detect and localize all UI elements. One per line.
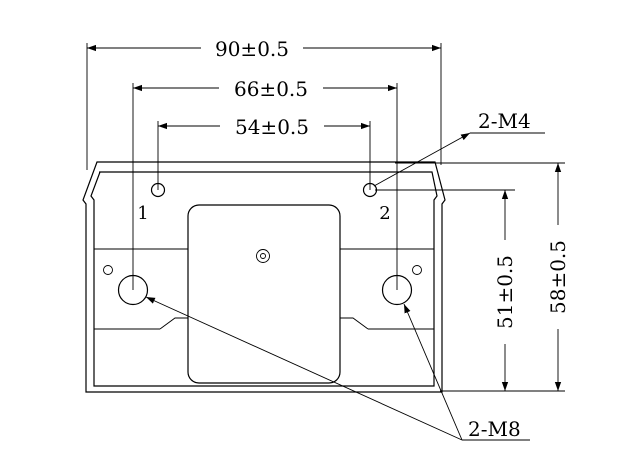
callout-m8-leader-right <box>403 303 463 441</box>
dim-overall-width-label-bg <box>201 34 303 60</box>
dim-height-m8-label-bg <box>492 240 518 344</box>
dim-m8-spacing-label: 66±0.5 <box>234 77 308 101</box>
dim-overall-width-label: 90±0.5 <box>215 37 289 61</box>
m8-hole-left <box>117 274 149 306</box>
m8-hole-right <box>381 274 413 306</box>
center-block <box>187 204 341 384</box>
pin-hole-left <box>103 265 113 275</box>
dim-height-m8-label: 51±0.5 <box>493 255 517 329</box>
dim-overall-height-label-bg <box>545 225 571 329</box>
hole-number-right: 2 <box>379 203 390 224</box>
pin-hole-right <box>412 265 422 275</box>
m4-hole-right <box>362 182 378 198</box>
dim-m4-spacing-label-bg <box>220 113 324 139</box>
dim-m4-spacing-label: 54±0.5 <box>235 115 309 139</box>
hole-number-left: 1 <box>137 203 148 224</box>
callout-m8-label: 2-M8 <box>468 417 521 441</box>
m4-hole-left <box>150 182 166 198</box>
dim-overall-height-label: 58±0.5 <box>546 240 570 314</box>
dim-m8-spacing-label-bg <box>219 75 323 101</box>
flange-bevel-right <box>340 317 369 330</box>
housing-inner-outline <box>90 171 438 387</box>
callout-m4-leader <box>373 132 471 187</box>
center-pin-inner <box>260 253 266 259</box>
callout-m8-leader-left <box>145 296 463 441</box>
callout-m4-label: 2-M4 <box>478 109 531 133</box>
flange-bevel-left <box>159 317 188 330</box>
center-pin-outer <box>256 249 270 263</box>
